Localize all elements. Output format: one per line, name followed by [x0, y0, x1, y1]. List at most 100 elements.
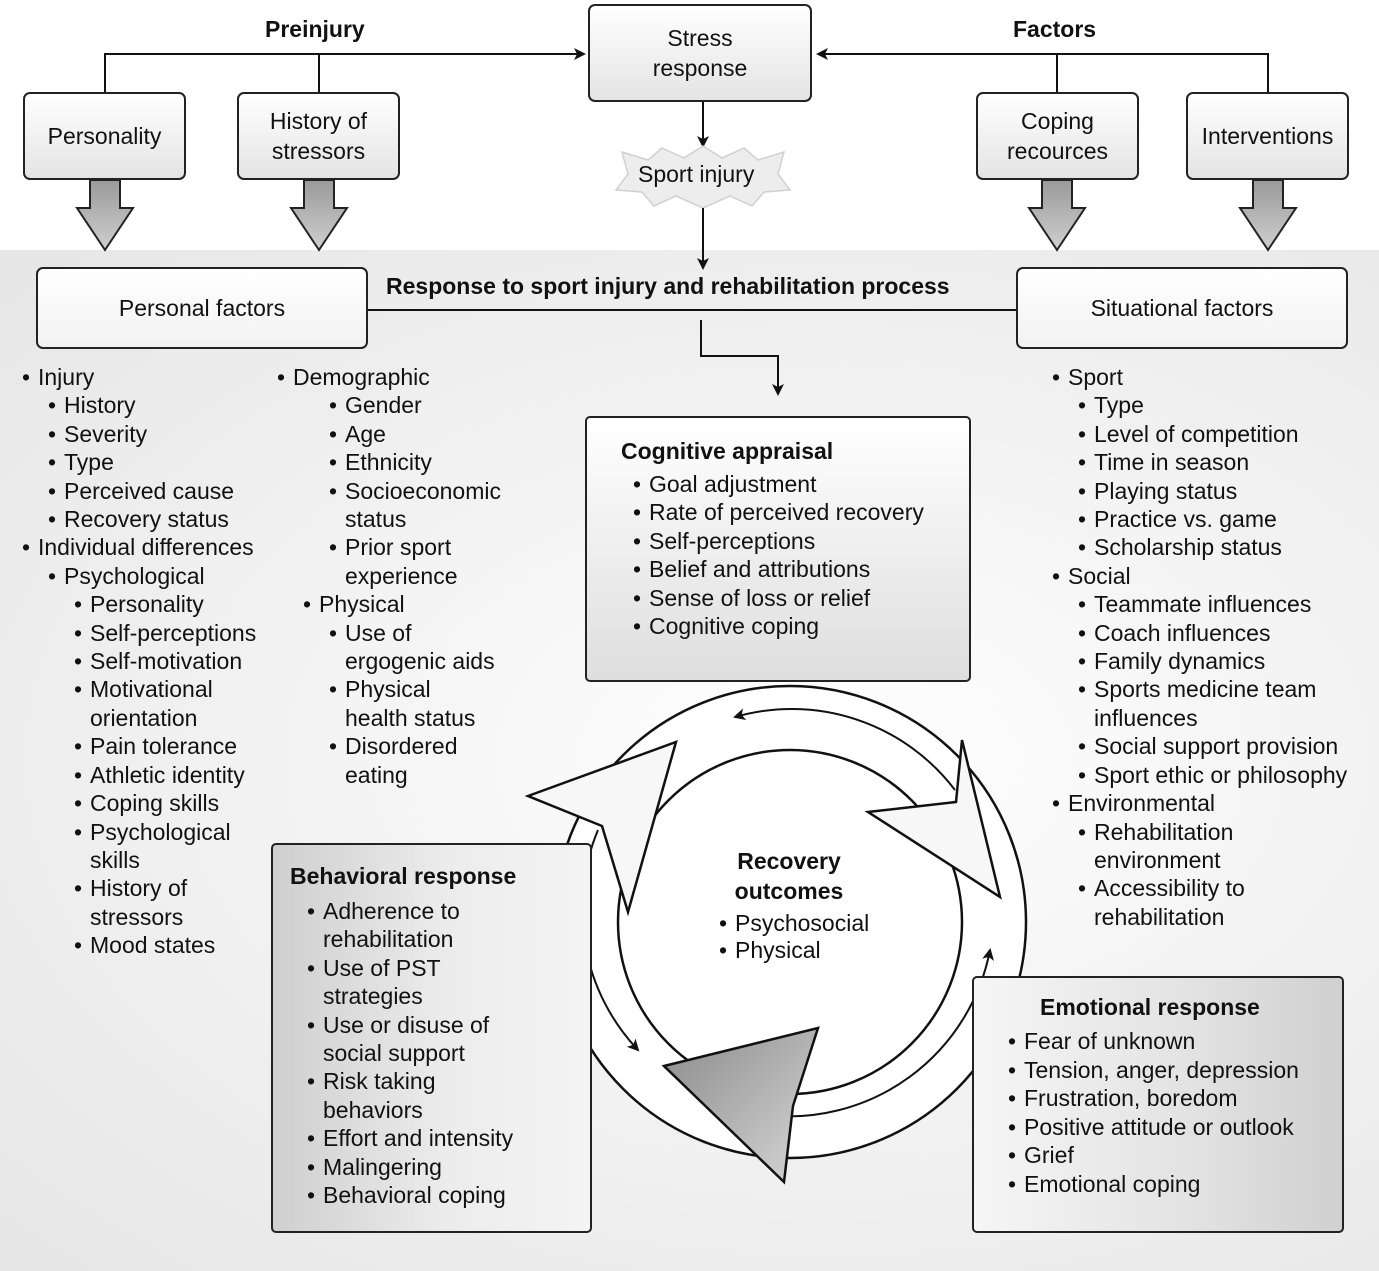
- list-item-line: eating: [345, 761, 408, 788]
- cognitive-appraisal-panel: Cognitive appraisal Goal adjustmentRate …: [585, 416, 971, 682]
- recovery-outcomes-list: PsychosocialPhysical: [719, 910, 869, 964]
- list-item: Sport ethic or philosophy: [1078, 761, 1347, 790]
- sport-injury-burst: [614, 145, 792, 209]
- list-item-line: Motivational: [90, 676, 213, 703]
- factors-heading: Factors: [1013, 16, 1097, 42]
- down-block-arrow: [289, 179, 349, 252]
- list-item: Emotional coping: [1008, 1170, 1299, 1199]
- list-item-line: environment: [1094, 846, 1221, 873]
- list-item: Psychological: [48, 562, 256, 591]
- personal-factors-list-1: InjuryHistorySeverityTypePerceived cause…: [22, 363, 256, 960]
- list-item: Athletic identity: [74, 761, 256, 790]
- list-item: Recovery status: [48, 505, 256, 534]
- list-item: Perceived cause: [48, 477, 256, 506]
- list-item-line: Adherence to: [323, 898, 460, 924]
- list-item: Physical: [719, 937, 869, 964]
- list-item: Coach influences: [1078, 619, 1347, 648]
- list-item: Pain tolerance: [74, 732, 256, 761]
- personality-box: Personality: [23, 92, 186, 180]
- list-item: History: [48, 391, 256, 420]
- history-of-stressors-box: History of stressors: [237, 92, 400, 180]
- list-item: Scholarship status: [1078, 533, 1347, 562]
- interventions-box: Interventions: [1186, 92, 1349, 180]
- list-item: Self-perceptions: [633, 527, 924, 556]
- list-item: Cognitive coping: [633, 612, 924, 641]
- preinjury-heading: Preinjury: [265, 16, 365, 42]
- list-item-line: orientation: [90, 704, 198, 731]
- list-item-line: behaviors: [323, 1096, 423, 1123]
- preinjury-connector: [104, 48, 586, 92]
- cycle-arrowhead-bottom: [661, 1026, 820, 1185]
- down-block-arrow: [1027, 179, 1087, 252]
- list-item-line: stressors: [90, 903, 184, 930]
- list-item: Level of competition: [1078, 420, 1347, 449]
- list-item: Self-motivation: [74, 647, 256, 676]
- list-item: Sport: [1052, 363, 1347, 392]
- list-item: Practice vs. game: [1078, 505, 1347, 534]
- situational-factors-box: Situational factors: [1016, 267, 1348, 349]
- list-item: Malingering: [307, 1153, 513, 1182]
- cognitive-appraisal-title: Cognitive appraisal: [621, 438, 834, 464]
- list-item-line: Psychological: [90, 818, 231, 845]
- list-item-line: rehabilitation: [1094, 903, 1225, 930]
- list-item: Positive attitude or outlook: [1008, 1113, 1299, 1142]
- list-item: Fear of unknown: [1008, 1027, 1299, 1056]
- list-item: Psychosocial: [719, 910, 869, 937]
- sport-injury-label: Sport injury: [638, 161, 755, 187]
- list-item: Sense of loss or relief: [633, 584, 924, 613]
- list-item-line: Use or disuse of: [323, 1011, 490, 1038]
- cycle-arrowhead-right: [864, 739, 1002, 900]
- list-item-line: Accessibility to: [1094, 875, 1245, 902]
- list-item: Social support provision: [1078, 732, 1347, 761]
- list-item: Environmental: [1052, 789, 1347, 818]
- list-item-line: social support: [323, 1040, 465, 1067]
- list-item: Behavioral coping: [307, 1181, 513, 1210]
- list-item-line: skills: [90, 846, 140, 873]
- stress-response-box: Stress response: [588, 4, 812, 102]
- list-item-line: status: [345, 506, 407, 533]
- list-item-line: History of: [90, 875, 188, 902]
- list-item: Type: [48, 448, 256, 477]
- list-item: Physical: [303, 590, 501, 619]
- list-item-line: Sports medicine team: [1094, 676, 1317, 703]
- list-item-line: Disordered: [345, 733, 458, 760]
- list-item: Tension, anger, depression: [1008, 1056, 1299, 1085]
- down-block-arrow: [1238, 179, 1298, 252]
- down-block-arrow: [75, 179, 135, 252]
- process-heading: Response to sport injury and rehabilitat…: [386, 273, 950, 299]
- list-item: Teammate influences: [1078, 590, 1347, 619]
- list-item: Frustration, boredom: [1008, 1084, 1299, 1113]
- behavioral-response-title: Behavioral response: [290, 863, 517, 889]
- list-item: Mood states: [74, 931, 256, 960]
- list-item: Injury: [22, 363, 256, 392]
- list-item: Personality: [74, 590, 256, 619]
- list-item-line: Rehabilitation: [1094, 818, 1234, 845]
- list-item: Severity: [48, 420, 256, 449]
- list-item: Family dynamics: [1078, 647, 1347, 676]
- list-item-line: Socioeconomic: [345, 477, 501, 504]
- personal-factors-list-2: DemographicGenderAgeEthnicitySocioeconom…: [277, 363, 501, 789]
- behavioral-response-panel: Behavioral response Adherence torehabili…: [271, 843, 592, 1233]
- list-item: Gender: [329, 391, 501, 420]
- list-item-line: Use of PST: [323, 954, 441, 981]
- list-item: Grief: [1008, 1141, 1299, 1170]
- list-item: Rate of perceived recovery: [633, 498, 924, 527]
- list-item: Playing status: [1078, 477, 1347, 506]
- list-item: Goal adjustment: [633, 470, 924, 499]
- list-item: Coping skills: [74, 789, 256, 818]
- list-item: Self-perceptions: [74, 619, 256, 648]
- process-to-cognitive-arrow: [700, 320, 784, 396]
